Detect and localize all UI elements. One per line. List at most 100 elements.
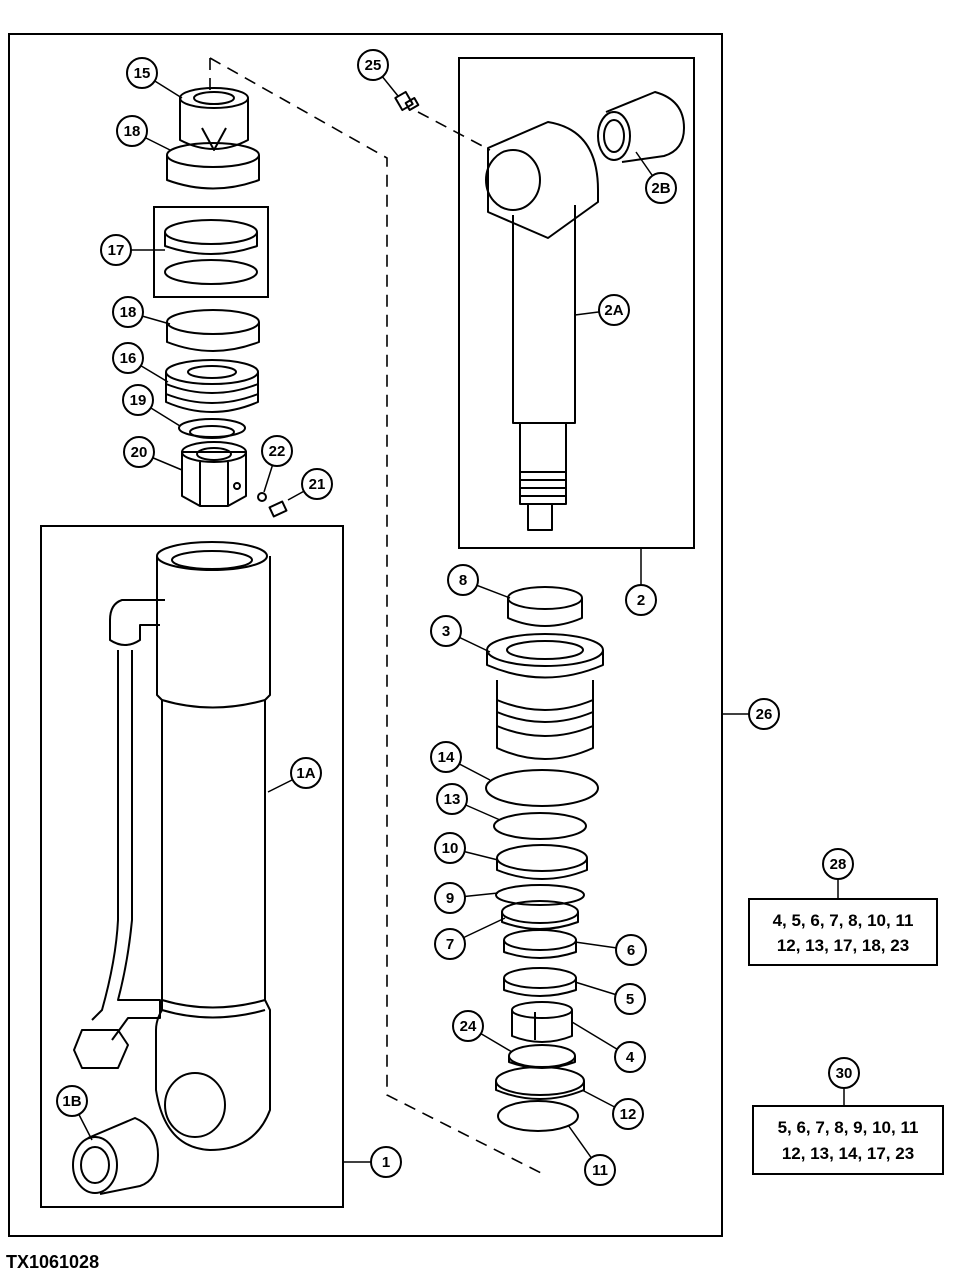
callout-4: 4 — [614, 1041, 646, 1073]
part-18-ring-top — [166, 142, 260, 190]
part-7-ring — [501, 900, 579, 930]
callout-30: 30 — [828, 1057, 860, 1089]
part-15-bushing — [179, 87, 249, 151]
callout-5: 5 — [614, 983, 646, 1015]
callout-label: 28 — [830, 856, 847, 873]
part-21-set-screw — [268, 500, 288, 518]
callout-label: 4 — [626, 1049, 635, 1066]
part-24-snap-ring — [508, 1044, 576, 1069]
callout-label: 13 — [444, 791, 461, 808]
callout-18: 18 — [112, 296, 144, 328]
callout-8: 8 — [447, 564, 479, 596]
callout-circle — [112, 296, 144, 328]
part-1B-bushing — [72, 1117, 159, 1195]
callout-2A: 2A — [598, 294, 630, 326]
callout-22: 22 — [261, 435, 293, 467]
callout-9: 9 — [434, 882, 466, 914]
callout-label: 20 — [131, 444, 148, 461]
part-14-oring — [485, 769, 599, 807]
callout-circle — [584, 1154, 616, 1186]
callout-label: 24 — [460, 1018, 477, 1035]
callout-circle — [430, 615, 462, 647]
callout-26: 26 — [748, 698, 780, 730]
callout-21: 21 — [301, 468, 333, 500]
callout-label: 30 — [836, 1065, 853, 1082]
part-16-piston — [165, 359, 259, 413]
callout-label: 18 — [124, 123, 141, 140]
barrel-group-box — [40, 525, 344, 1208]
kit-28-box — [748, 898, 938, 966]
callout-circle — [447, 564, 479, 596]
callout-label: 25 — [365, 57, 382, 74]
part-1A-barrel — [73, 541, 271, 1151]
callout-15: 15 — [126, 57, 158, 89]
callout-11: 11 — [584, 1154, 616, 1186]
kit-30-line-1: 5, 6, 7, 8, 9, 10, 11 — [778, 1118, 919, 1137]
callout-label: 3 — [442, 623, 450, 640]
callout-label: 15 — [134, 65, 151, 82]
callout-label: 22 — [269, 443, 286, 460]
assembly-frame — [8, 33, 723, 1237]
callout-circle — [430, 741, 462, 773]
callout-circle — [116, 115, 148, 147]
part-11-wiper — [497, 1100, 579, 1132]
callout-circle — [301, 468, 333, 500]
callout-circle — [748, 698, 780, 730]
part-3-rod-guide — [486, 633, 604, 760]
callout-1B: 1B — [56, 1085, 88, 1117]
callout-2: 2 — [625, 584, 657, 616]
callout-label: 2 — [637, 592, 645, 609]
part-10-ring — [496, 844, 588, 880]
part-17-box — [153, 206, 269, 298]
part-4-bushing — [511, 1001, 573, 1043]
callout-label: 2B — [651, 180, 670, 197]
callout-circle — [100, 234, 132, 266]
callout-6: 6 — [615, 934, 647, 966]
part-20-nut — [181, 441, 247, 507]
part-18-ring-mid — [166, 309, 260, 352]
callout-circle — [370, 1146, 402, 1178]
part-2B-bushing — [597, 91, 685, 163]
callout-circle — [615, 934, 647, 966]
callout-circle — [822, 848, 854, 880]
callout-1A: 1A — [290, 757, 322, 789]
part-8-ring — [507, 586, 583, 627]
callout-circle — [261, 435, 293, 467]
part-19-ring — [178, 418, 246, 439]
callout-circle — [828, 1057, 860, 1089]
kit-28-line-1: 4, 5, 6, 7, 8, 10, 11 — [773, 911, 914, 930]
callout-14: 14 — [430, 741, 462, 773]
callout-circle — [645, 172, 677, 204]
part-5-ring — [503, 967, 577, 997]
callout-circle — [112, 342, 144, 374]
callout-circle — [290, 757, 322, 789]
callout-10: 10 — [434, 832, 466, 864]
callout-3: 3 — [430, 615, 462, 647]
kit-30-box — [752, 1105, 944, 1175]
callout-label: 10 — [442, 840, 459, 857]
callout-19: 19 — [122, 384, 154, 416]
callout-13: 13 — [436, 783, 468, 815]
part-12-ring — [495, 1066, 585, 1100]
callout-circle — [436, 783, 468, 815]
callout-label: 16 — [120, 350, 137, 367]
callout-25: 25 — [357, 49, 389, 81]
callout-label: 19 — [130, 392, 147, 409]
callout-circle — [614, 1041, 646, 1073]
kit-28-text: 4, 5, 6, 7, 8, 10, 11 12, 13, 17, 18, 23 — [773, 911, 914, 955]
callout-18: 18 — [116, 115, 148, 147]
callout-label: 7 — [446, 936, 454, 953]
callout-label: 1B — [62, 1093, 81, 1110]
callout-circle — [434, 882, 466, 914]
part-13-ring — [493, 812, 587, 840]
callout-label: 11 — [592, 1162, 608, 1179]
part-6-ring — [503, 929, 577, 959]
callout-7: 7 — [434, 928, 466, 960]
callout-label: 5 — [626, 991, 634, 1008]
callout-circle — [56, 1085, 88, 1117]
part-17-ring — [164, 219, 258, 285]
callout-circle — [612, 1098, 644, 1130]
part-9-ring — [495, 884, 585, 906]
callout-1: 1 — [370, 1146, 402, 1178]
callout-circle — [625, 584, 657, 616]
